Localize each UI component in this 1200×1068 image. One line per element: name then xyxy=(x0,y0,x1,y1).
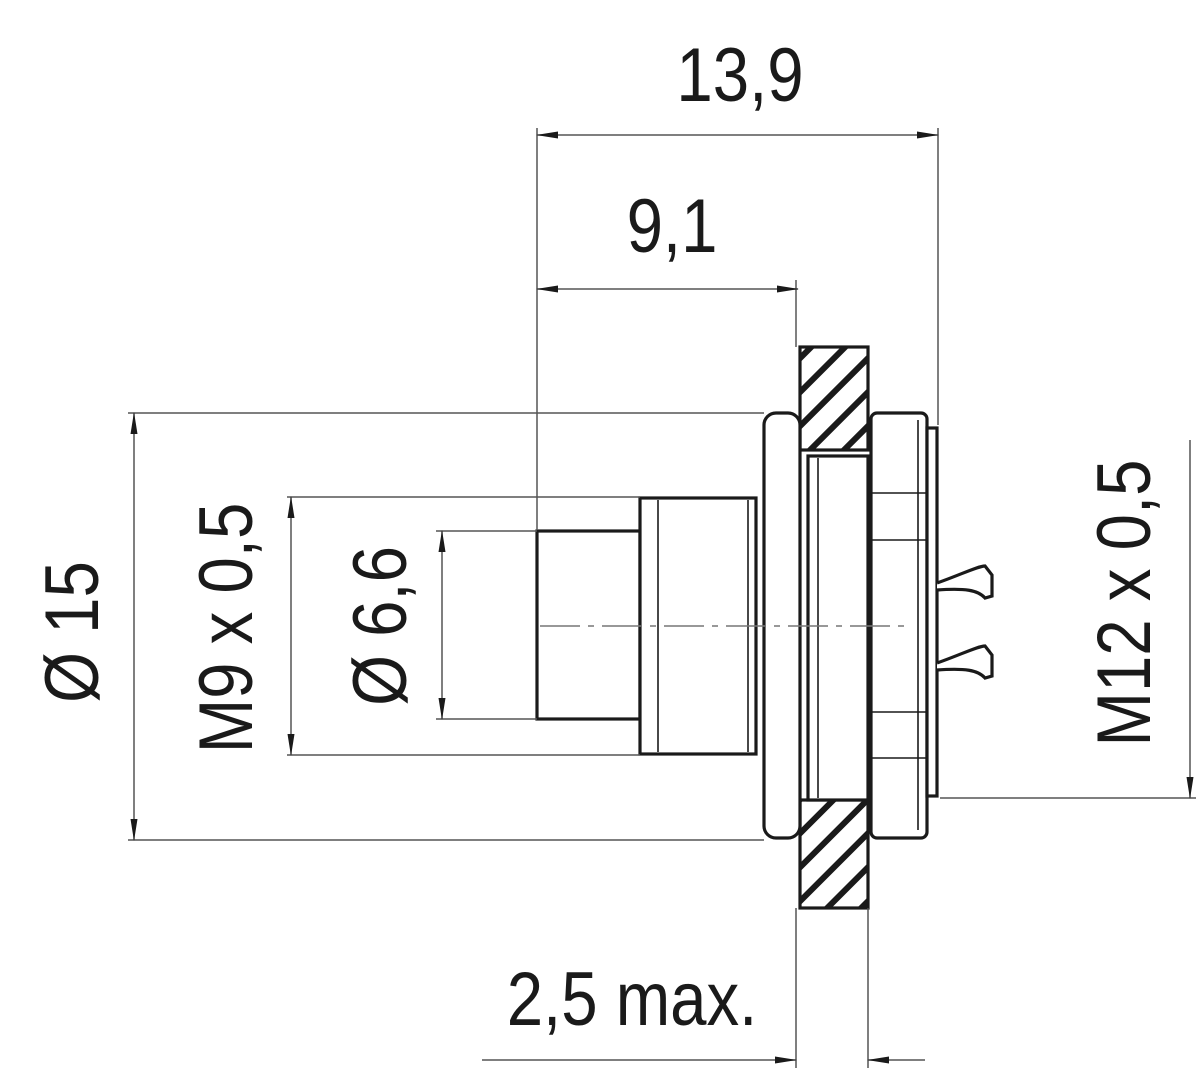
front-pin xyxy=(535,529,642,721)
dimension-labels: 13,9 9,1 2,5 max. Ø 15 M9 x 0,5 Ø 6,6 M1… xyxy=(30,33,1167,1042)
panel-body xyxy=(806,454,870,802)
label-front-length: 9,1 xyxy=(627,184,718,269)
rear-lip xyxy=(925,426,939,798)
label-front-thread: M9 x 0,5 xyxy=(184,503,269,754)
extension-lines xyxy=(128,128,1196,1068)
solder-contact-upper xyxy=(936,564,994,600)
label-overall-length: 13,9 xyxy=(676,33,803,118)
connector-body xyxy=(535,345,994,910)
label-rear-thread: M12 x 0,5 xyxy=(1082,460,1167,747)
label-panel-thickness: 2,5 max. xyxy=(507,957,758,1042)
panel-section-bottom xyxy=(798,798,870,910)
label-front-diameter: Ø 6,6 xyxy=(338,546,423,706)
dimension-lines xyxy=(130,131,1194,1064)
label-flange-diameter: Ø 15 xyxy=(30,561,115,703)
panel-section-top xyxy=(798,345,870,452)
solder-contact-lower xyxy=(936,644,994,680)
